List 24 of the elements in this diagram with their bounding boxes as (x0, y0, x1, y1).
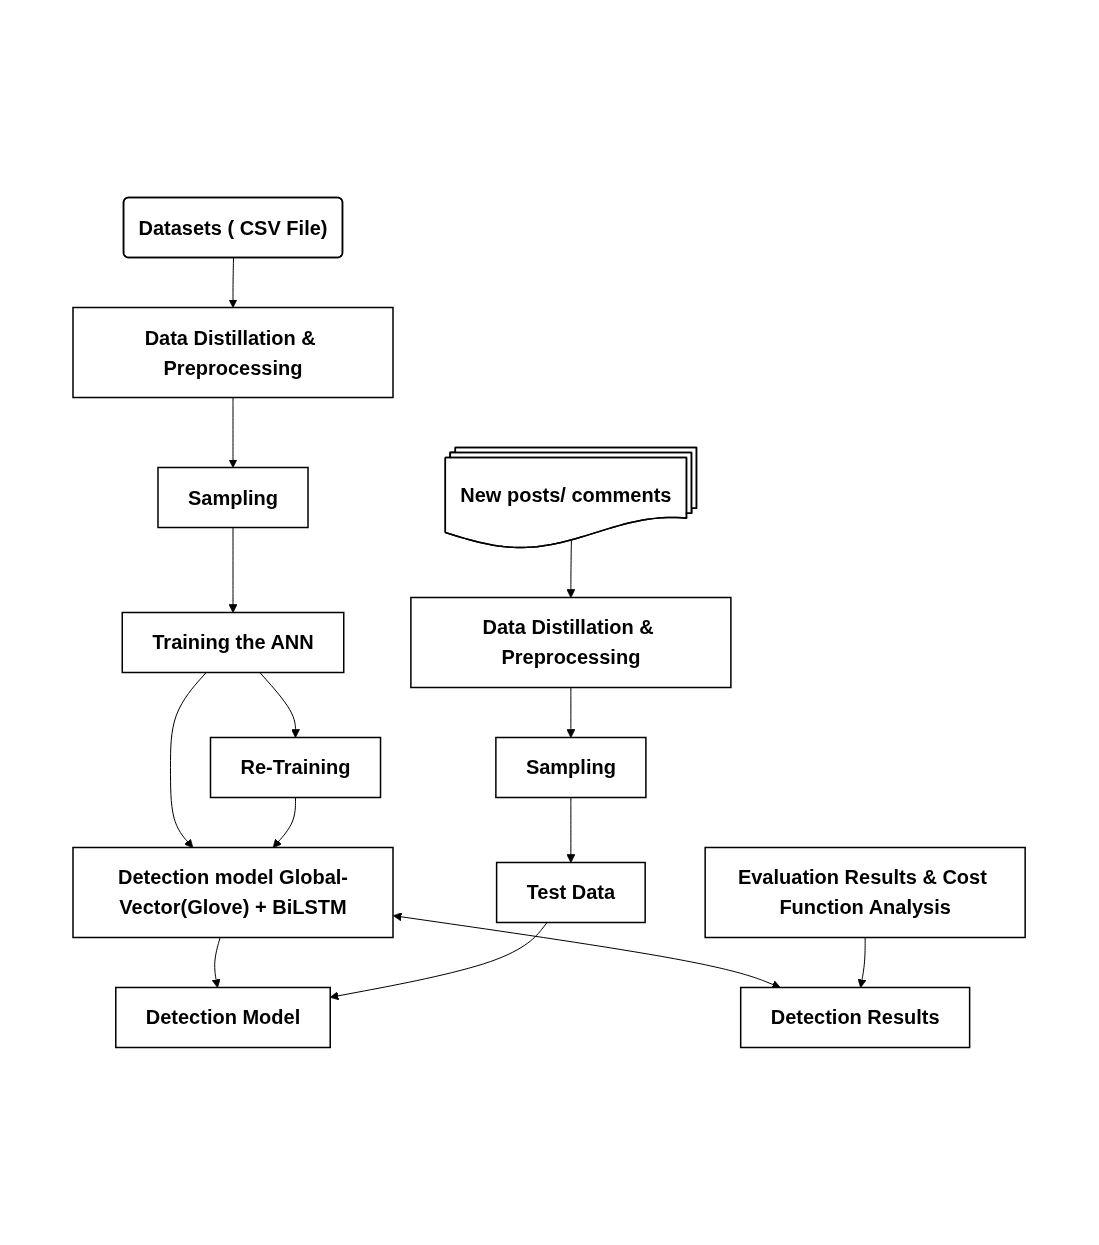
node-box: Data Distillation & Preprocessing (72, 306, 395, 399)
arrow (330, 922, 549, 1001)
node-box: Data Distillation & Preprocessing (410, 596, 733, 689)
node-box: Training the ANN (121, 611, 345, 674)
arrow (858, 937, 867, 988)
node-box: Sampling (157, 466, 310, 529)
arrow (212, 937, 222, 988)
node-box: Test Data (496, 861, 647, 924)
node-box: Detection model Global-Vector(Glove) + BiLSTM (72, 846, 395, 939)
arrow (566, 687, 576, 738)
arrow (393, 912, 782, 989)
node-box: Sampling (495, 736, 648, 799)
node-box: Evaluation Results & Cost Function Analysis (704, 846, 1027, 939)
arrow (170, 672, 208, 848)
arrow (229, 397, 238, 468)
arrow (229, 257, 238, 308)
arrow (259, 672, 301, 738)
arrow (566, 540, 576, 598)
arrow (229, 527, 238, 613)
node-box: Detection Model (115, 986, 332, 1049)
node-box: Re-Training (210, 736, 382, 799)
arrow (273, 797, 297, 848)
node-box: Detection Results (740, 986, 971, 1049)
arrow (566, 797, 576, 863)
